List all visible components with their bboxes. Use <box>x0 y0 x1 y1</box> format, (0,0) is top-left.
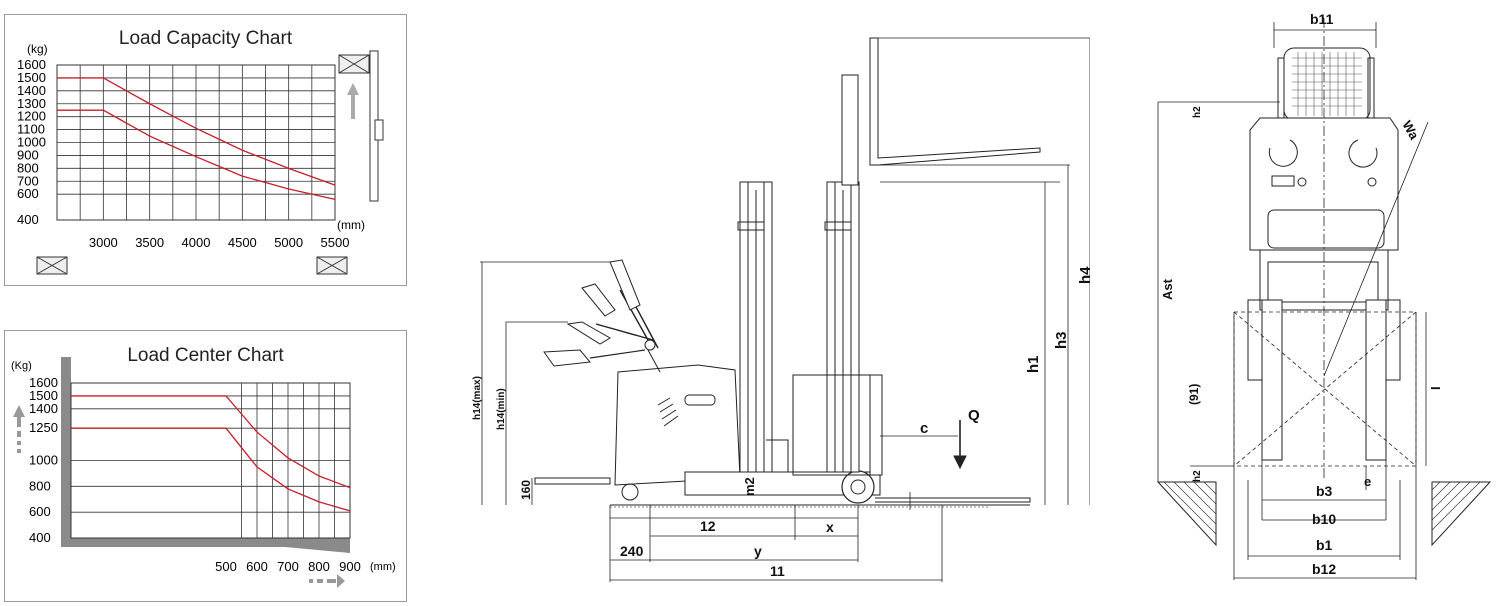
dim-x: x <box>826 519 834 535</box>
front-view-drawing: b11 h2 Wa Ast (91) I h2 b3 e b10 b1 b12 <box>1156 11 1492 580</box>
dim-m2: m2 <box>742 477 757 496</box>
series-line-1 <box>71 395 351 489</box>
y-tick-label: 700 <box>17 173 39 188</box>
load-center-panel: Load Center Chart (Kg) (mm) 400 600 800 100… <box>4 330 407 602</box>
load-capacity-y-unit: (kg) <box>27 42 48 56</box>
y-tick-label: 1600 <box>29 375 58 390</box>
y-tick-label: 800 <box>17 160 39 175</box>
y-tick-label: 1400 <box>17 83 46 98</box>
y-tick-label: 1000 <box>17 135 46 150</box>
y-tick-label: 1300 <box>17 96 46 111</box>
dim-e: e <box>1364 474 1371 489</box>
x-tick-label: 600 <box>246 559 268 574</box>
series-line-2 <box>71 427 351 512</box>
y-tick-label: 400 <box>29 530 51 545</box>
ground-hatch-left <box>1156 481 1217 547</box>
x-tick-label: 3500 <box>135 235 164 250</box>
dim-h1: h1 <box>1025 355 1042 373</box>
dim-b11: b11 <box>1310 11 1334 27</box>
load-center-chart: (Kg) (mm) 40060080010001250140015001600 … <box>11 357 396 588</box>
y-tick-label: 1500 <box>17 70 46 85</box>
dim-b1: b1 <box>1316 537 1333 553</box>
truck-body <box>614 364 741 486</box>
dim-c: c <box>920 420 928 437</box>
load-capacity-grid <box>56 64 336 221</box>
dim-y: y <box>754 543 762 559</box>
y-tick-label: 1600 <box>17 57 46 72</box>
y-tick-label: 600 <box>17 186 39 201</box>
dim-h14-max: h14(max) <box>472 376 483 420</box>
y-tick-label: 1400 <box>29 401 58 416</box>
dim-h2-top: h2 <box>1192 106 1203 118</box>
dim-h2-bottom: h2 <box>1192 470 1203 482</box>
y-tick-label: 900 <box>17 147 39 162</box>
x-tick-label: 900 <box>339 559 361 574</box>
ground-hatch-right <box>1431 481 1492 547</box>
dim-240: 240 <box>620 543 644 559</box>
dim-b10: b10 <box>1312 511 1336 527</box>
x-tick-label: 800 <box>308 559 330 574</box>
y-tick-label: 1500 <box>29 388 58 403</box>
series-line-2 <box>57 109 336 200</box>
mast-icon <box>338 50 384 202</box>
y-tick-label: 1100 <box>17 122 45 137</box>
dim-h14-min: h14(min) <box>496 388 507 430</box>
y-tick-label: 1200 <box>17 109 46 124</box>
dim-h4: h4 <box>1077 266 1090 284</box>
series-line-1 <box>57 77 336 186</box>
dim-h3: h3 <box>1053 331 1070 349</box>
y-tick-label: 800 <box>29 478 51 493</box>
up-arrow-icon <box>13 405 25 453</box>
pallet-icon <box>36 256 68 275</box>
load-center-y-unit: (Kg) <box>11 360 32 372</box>
x-tick-label: 5500 <box>321 235 350 250</box>
y-tick-label: 400 <box>17 212 39 227</box>
dim-b12: b12 <box>1312 561 1336 577</box>
x-tick-label: 5000 <box>274 235 303 250</box>
load-capacity-x-unit: (mm) <box>337 218 365 232</box>
y-tick-label: 1250 <box>29 420 58 435</box>
load-capacity-title: Load Capacity Chart <box>118 28 293 49</box>
dim-l2: 12 <box>700 518 716 534</box>
dim-b3: b3 <box>1316 483 1333 499</box>
dim-91: (91) <box>1187 384 1201 405</box>
x-tick-label: 500 <box>215 559 237 574</box>
x-tick-label: 4500 <box>228 235 257 250</box>
x-tick-label: 700 <box>277 559 299 574</box>
load-center-x-unit: (mm) <box>370 561 396 573</box>
plot-frame <box>56 64 336 221</box>
load-capacity-chart: (kg) (mm) 400 600700800900100011001200130… <box>17 42 384 275</box>
load-q: Q <box>968 407 980 424</box>
pallet-icon <box>316 256 348 275</box>
seat-back <box>1283 47 1371 121</box>
dim-ast: Ast <box>1160 278 1175 300</box>
dim-160: 160 <box>519 480 533 500</box>
dim-wa: Wa <box>1399 118 1422 143</box>
y-tick-label: 600 <box>29 504 51 519</box>
axis-frame <box>61 357 350 547</box>
side-view-drawing: h1 h3 h4 h14(max) h14(min) 160 m2 c Q 12… <box>472 37 1090 582</box>
x-tick-label: 4000 <box>182 235 211 250</box>
y-tick-label: 1000 <box>29 453 58 468</box>
x-tick-label: 3000 <box>89 235 118 250</box>
right-arrow-icon <box>309 574 345 588</box>
load-center-title: Load Center Chart <box>127 345 284 366</box>
dim-i: I <box>1428 386 1443 390</box>
load-center-grid <box>70 382 351 539</box>
plot-frame <box>70 382 351 539</box>
dim-l1: 11 <box>770 563 785 579</box>
